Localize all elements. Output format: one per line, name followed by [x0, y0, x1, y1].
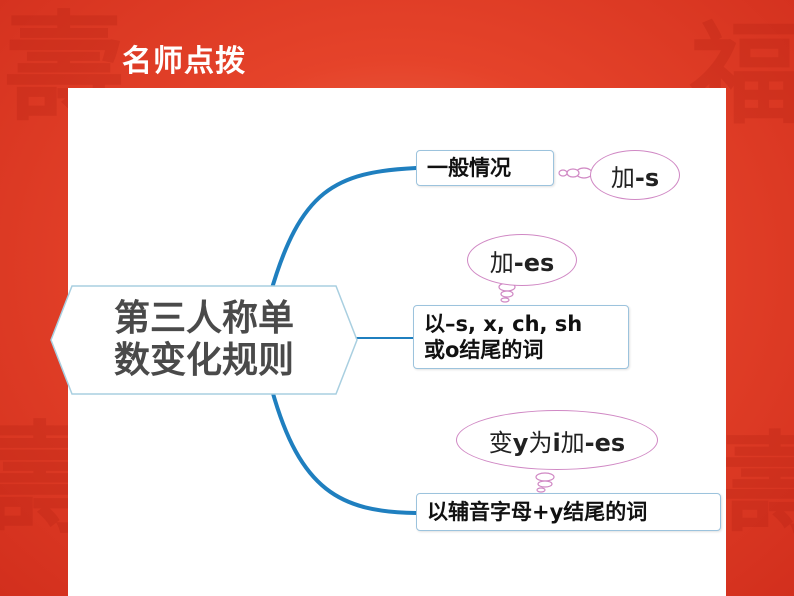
note-bubble-add-es: 加-es	[467, 234, 577, 286]
central-node-shape	[50, 285, 358, 395]
branch-connector-bottom	[270, 388, 418, 515]
central-topic-line-2: 数变化规则	[113, 340, 294, 381]
central-topic-line-1: 第三人称单	[113, 298, 294, 339]
bubble-tail-3	[535, 472, 555, 493]
note-add-s-text: 加-s	[610, 163, 660, 192]
page-title: 名师点拨	[122, 44, 246, 79]
branch-node-s-x-ch-sh: 以–s, x, ch, sh 或o结尾的词	[413, 305, 629, 369]
note-bubble-add-s: 加-s	[590, 150, 680, 200]
branch-node-consonant-y: 以辅音字母+y结尾的词	[416, 493, 721, 531]
bubble-tail-2	[498, 282, 516, 303]
note-bubble-y-to-i-add-es: 变y为i加-es	[456, 410, 658, 470]
branch-s-x-ch-sh-line-2: 或o结尾的词	[424, 338, 544, 362]
branch-consonant-y-label: 以辅音字母+y结尾的词	[427, 500, 648, 524]
bubble-tail-1	[558, 167, 593, 179]
branch-connector-top	[268, 166, 418, 297]
note-add-es-text: 加-es	[489, 248, 555, 277]
central-topic-node: 第三人称单 数变化规则	[50, 285, 358, 395]
note-y-to-i-add-es-text: 变y为i加-es	[488, 428, 626, 457]
branch-s-x-ch-sh-line-1: 以–s, x, ch, sh	[424, 312, 583, 336]
central-topic-text: 第三人称单 数变化规则	[104, 298, 304, 382]
branch-general-label: 一般情况	[427, 156, 511, 180]
branch-node-general: 一般情况	[416, 150, 554, 186]
seal-decoration-bottom-right: 壽	[720, 420, 794, 549]
